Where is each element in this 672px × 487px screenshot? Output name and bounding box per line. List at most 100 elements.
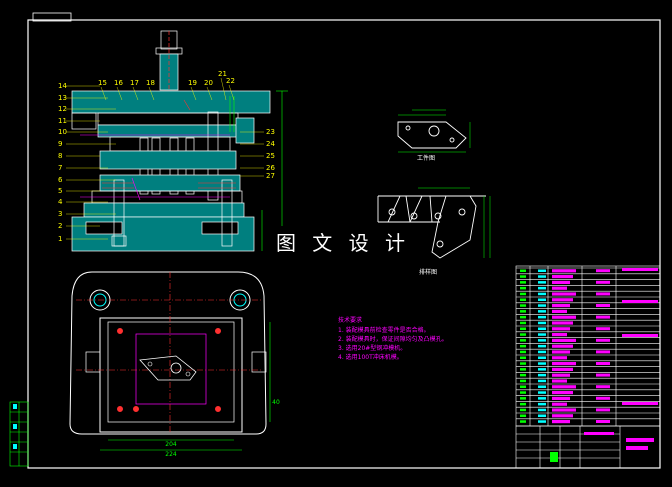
parts-list-cell [552, 350, 570, 354]
part-number-label: 7 [58, 164, 62, 172]
parts-list-cell [622, 334, 658, 337]
parts-list-cell [552, 373, 570, 377]
part-number-label: 5 [58, 187, 62, 195]
parts-list-cell [538, 414, 546, 417]
strip-layout-view [377, 187, 491, 259]
watermark: 图 文 设 计 [268, 226, 418, 260]
parts-list-cell [520, 275, 526, 278]
part-number-label: 3 [58, 210, 62, 218]
part-number-label: 24 [266, 140, 275, 148]
part-number-label: 13 [58, 94, 67, 102]
parts-list-cell [520, 391, 526, 394]
parts-list-cell [520, 333, 526, 336]
part-number-label: 18 [146, 79, 155, 87]
parts-list-cell [552, 402, 567, 406]
parts-list-cell [520, 269, 526, 272]
parts-list-cell [596, 396, 610, 400]
parts-list-cell [538, 286, 546, 290]
parts-list-cell [596, 408, 610, 412]
parts-list-cell [520, 344, 526, 348]
parts-list-cell [552, 385, 576, 389]
parts-list-table [515, 265, 661, 469]
part-number-label: 6 [58, 176, 63, 184]
part-number-label: 16 [114, 79, 123, 87]
parts-list-cell [520, 310, 526, 313]
parts-list-cell [520, 292, 526, 296]
parts-list-cell [538, 333, 546, 336]
parts-list-cell [520, 402, 526, 406]
part-number-label: 20 [204, 79, 213, 87]
part-number-label: 12 [58, 105, 67, 113]
parts-list-cell [552, 298, 573, 302]
parts-list-cell [552, 338, 576, 342]
note-3: 3. 选用20#型钢冲模机。 [338, 344, 406, 352]
parts-list-cell [538, 391, 546, 394]
note-4: 4. 选用100T冲床机模。 [338, 353, 403, 361]
parts-list-cell [538, 368, 546, 371]
part-number-label: 8 [58, 152, 62, 160]
parts-list-cell [596, 269, 610, 273]
parts-list-cell [552, 269, 576, 273]
parts-list-cell [552, 275, 573, 279]
parts-list-cell [596, 338, 610, 342]
part-number-label: 17 [130, 79, 139, 87]
parts-list-cell [552, 362, 576, 366]
note-1: 1. 装配模具前检查零件是否合格。 [338, 326, 430, 334]
technical-notes: 技术要求 1. 装配模具前检查零件是否合格。 2. 装配模具时，保证间隙均匀及凸… [338, 316, 448, 361]
parts-list-cell [596, 373, 610, 377]
parts-list-cell [596, 280, 610, 284]
section-detail-lines [80, 96, 236, 201]
note-2: 2. 装配模具时，保证间隙均匀及凸模孔。 [338, 335, 448, 343]
leader-lines [66, 77, 264, 240]
parts-list-cell [552, 321, 573, 325]
part-number-label: 2 [58, 222, 62, 230]
parts-list-cell [538, 350, 546, 354]
lower-plates [71, 150, 255, 252]
die-shank [155, 30, 183, 92]
die-assembly-section [71, 30, 288, 252]
title-block-cell [626, 446, 648, 450]
leader-line [220, 77, 227, 101]
parts-list-cell [538, 402, 546, 406]
parts-list-cell [520, 373, 526, 377]
parts-list-cell [596, 420, 610, 423]
part-number-label: 26 [266, 164, 275, 172]
parts-list-cell [596, 385, 610, 389]
parts-list-cell [520, 304, 526, 307]
title-block-cell [584, 432, 614, 435]
parts-list-cell [520, 281, 526, 284]
parts-list-cell [596, 315, 610, 319]
parts-list-cell [520, 420, 526, 423]
part-number-label: 15 [98, 79, 107, 87]
part-number-label: 4 [58, 198, 63, 206]
parts-list-cell [552, 292, 576, 296]
title-block-cell [550, 452, 558, 462]
dim-outer-width: 224 [165, 451, 177, 458]
leader-line [116, 86, 123, 101]
parts-list-cell [520, 298, 526, 301]
leader-line [228, 84, 235, 101]
part-number-label: 21 [218, 70, 227, 78]
parts-list-cell [622, 268, 658, 271]
parts-list-cell [538, 310, 546, 313]
parts-list-cell [538, 356, 546, 359]
plan-dimension-labels: 204 224 40 [165, 399, 280, 458]
parts-list-cell [622, 402, 658, 405]
parts-list-cell [520, 327, 526, 330]
parts-list-cell [538, 339, 546, 342]
parts-list-cell [596, 292, 610, 296]
dim-inner-width: 204 [165, 441, 177, 448]
part-number-label: 25 [266, 152, 275, 160]
leader-line [206, 86, 213, 101]
parts-list-cell [538, 298, 546, 301]
parts-list-cell [538, 373, 546, 377]
part-number-label: 19 [188, 79, 197, 87]
parts-list-cell [520, 321, 526, 325]
parts-list-cell [552, 344, 573, 348]
part-number-label: 14 [58, 82, 67, 90]
parts-list-cell [552, 304, 570, 308]
parts-list-cell [596, 327, 610, 331]
parts-list-cell [520, 315, 526, 319]
